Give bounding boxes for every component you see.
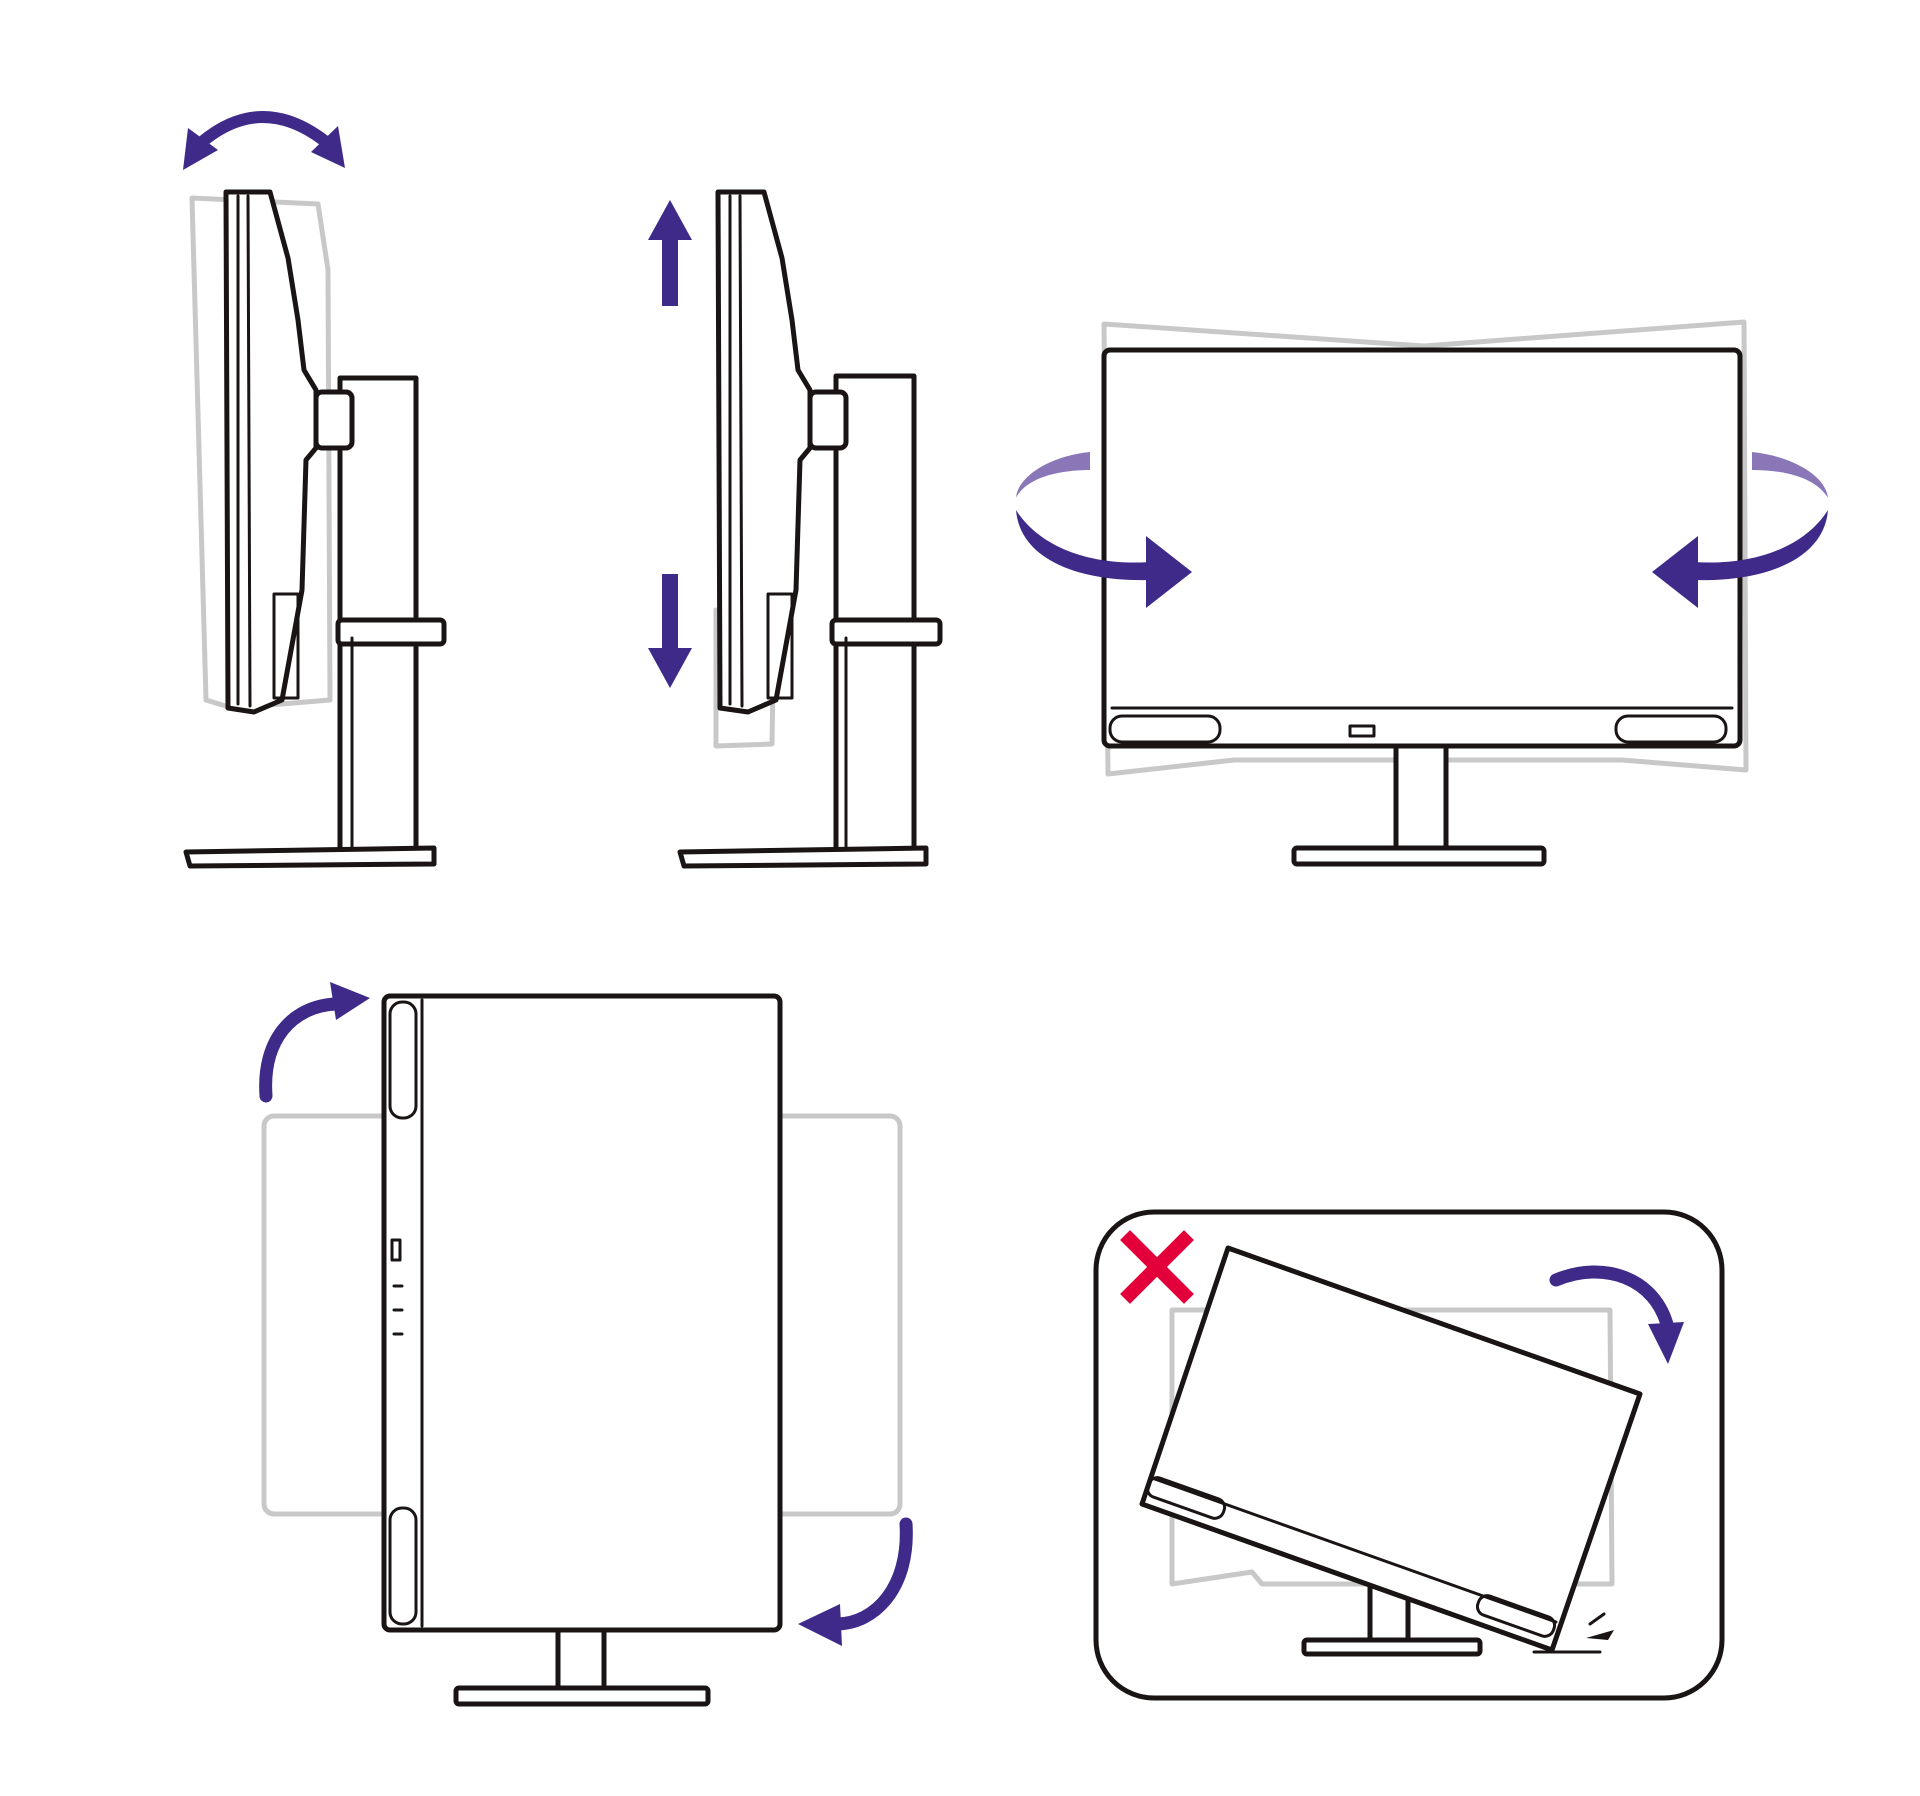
curved-double-arrow-icon xyxy=(183,111,345,170)
warning-speaker-right xyxy=(1475,1594,1557,1638)
tilt-panel xyxy=(183,111,447,869)
height-stand-collar xyxy=(829,617,943,647)
swivel-arrows-icon xyxy=(1016,452,1828,608)
up-down-arrows-icon xyxy=(648,200,692,688)
pivot-panel xyxy=(259,982,913,1707)
pivot-warning-panel xyxy=(1093,1209,1725,1701)
swivel-stand-base xyxy=(1291,845,1547,867)
tilt-stand-collar xyxy=(335,617,447,647)
height-hinge xyxy=(807,389,849,451)
swivel-panel xyxy=(1016,319,1828,867)
height-screen-profile xyxy=(715,189,813,715)
tilt-stand-base xyxy=(183,845,437,869)
height-stand-base xyxy=(677,845,929,869)
swivel-ghost-screen xyxy=(1101,319,1749,777)
pivot-screen xyxy=(381,993,783,1633)
pivot-stand-base xyxy=(453,1685,711,1707)
warning-ghost-screen xyxy=(1169,1307,1615,1587)
impact-marks-icon xyxy=(1586,1612,1614,1640)
pivot-speaker-bottom xyxy=(388,1506,418,1626)
tilt-hinge xyxy=(313,389,355,451)
warning-speaker-left xyxy=(1145,1476,1227,1520)
tilt-ghost-screen xyxy=(189,195,333,711)
pivot-stand-neck xyxy=(555,1621,607,1697)
warning-stand-base xyxy=(1301,1637,1483,1657)
pivot-speaker-top xyxy=(388,1000,418,1120)
height-panel xyxy=(648,189,943,869)
swivel-screen xyxy=(1101,347,1743,749)
swivel-speaker-left xyxy=(1108,714,1222,744)
red-x-icon xyxy=(1120,1230,1194,1304)
rotate-arrows-icon xyxy=(259,982,913,1646)
height-stand-column xyxy=(833,373,917,857)
swivel-speaker-right xyxy=(1614,714,1728,744)
rotate-clockwise-arrow-icon xyxy=(1549,1265,1684,1364)
warning-tilted-screen xyxy=(1139,1245,1643,1653)
